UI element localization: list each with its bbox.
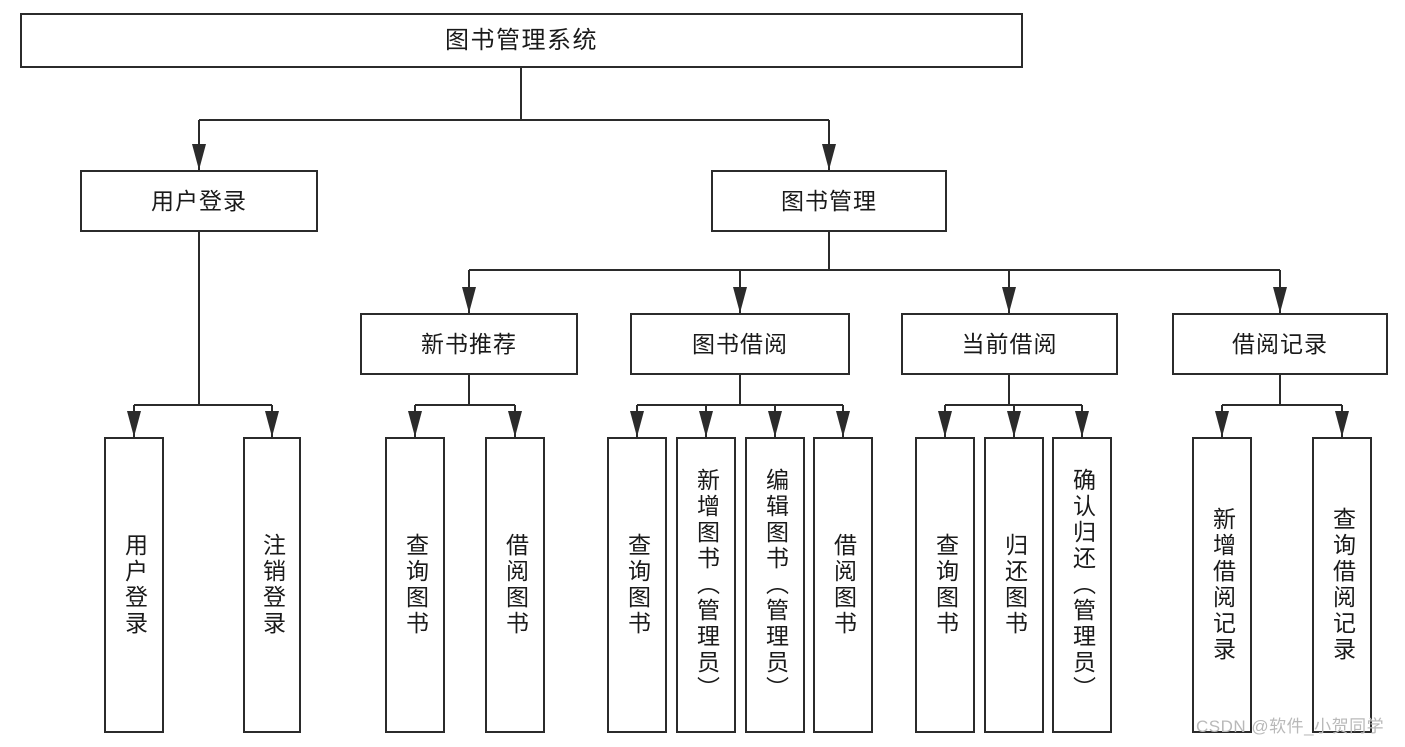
- node-label: 图书管理: [781, 187, 877, 214]
- node-leaf-confirm-return-admin[interactable]: 确认归还（管理员）: [1052, 437, 1112, 733]
- node-leaf-user-login[interactable]: 用户登录: [104, 437, 164, 733]
- node-label: 用户登录: [121, 533, 148, 637]
- node-leaf-borrow-book-rec[interactable]: 借阅图书: [485, 437, 545, 733]
- node-leaf-logout-login[interactable]: 注销登录: [243, 437, 301, 733]
- node-label: 注销登录: [259, 533, 286, 637]
- node-label: 确认归还（管理员）: [1069, 468, 1096, 702]
- node-leaf-query-borrow-record[interactable]: 查询借阅记录: [1312, 437, 1372, 733]
- node-leaf-query-book-borrow[interactable]: 查询图书: [607, 437, 667, 733]
- node-label: 借阅记录: [1232, 330, 1328, 357]
- node-leaf-query-book-current[interactable]: 查询图书: [915, 437, 975, 733]
- node-label: 图书借阅: [692, 330, 788, 357]
- node-label: 查询图书: [932, 533, 959, 637]
- node-leaf-add-borrow-record[interactable]: 新增借阅记录: [1192, 437, 1252, 733]
- node-leaf-add-book-admin[interactable]: 新增图书（管理员）: [676, 437, 736, 733]
- node-label: 用户登录: [151, 187, 247, 214]
- node-label: 编辑图书（管理员）: [762, 468, 789, 702]
- node-label: 当前借阅: [961, 330, 1058, 357]
- node-label: 新书推荐: [421, 330, 517, 357]
- node-label: 新增图书（管理员）: [693, 468, 720, 702]
- node-book-borrow[interactable]: 图书借阅: [630, 313, 850, 375]
- node-label: 借阅图书: [502, 533, 529, 637]
- node-label: 查询借阅记录: [1329, 507, 1356, 663]
- node-leaf-return-book[interactable]: 归还图书: [984, 437, 1044, 733]
- csdn-watermark: CSDN @软件_小贺同学: [1196, 717, 1385, 736]
- node-label: 归还图书: [1001, 533, 1028, 637]
- node-current-borrow[interactable]: 当前借阅: [901, 313, 1118, 375]
- node-root[interactable]: 图书管理系统: [20, 13, 1023, 68]
- node-book-manage[interactable]: 图书管理: [711, 170, 947, 232]
- node-leaf-edit-book-admin[interactable]: 编辑图书（管理员）: [745, 437, 805, 733]
- node-label: 图书管理系统: [445, 26, 598, 54]
- node-label: 新增借阅记录: [1209, 507, 1236, 663]
- node-borrow-record[interactable]: 借阅记录: [1172, 313, 1388, 375]
- node-label: 查询图书: [402, 533, 429, 637]
- node-leaf-borrow-book[interactable]: 借阅图书: [813, 437, 873, 733]
- node-label: 查询图书: [624, 533, 651, 637]
- node-user-login[interactable]: 用户登录: [80, 170, 318, 232]
- node-leaf-query-book-rec[interactable]: 查询图书: [385, 437, 445, 733]
- node-new-book-recommend[interactable]: 新书推荐: [360, 313, 578, 375]
- node-label: 借阅图书: [830, 533, 857, 637]
